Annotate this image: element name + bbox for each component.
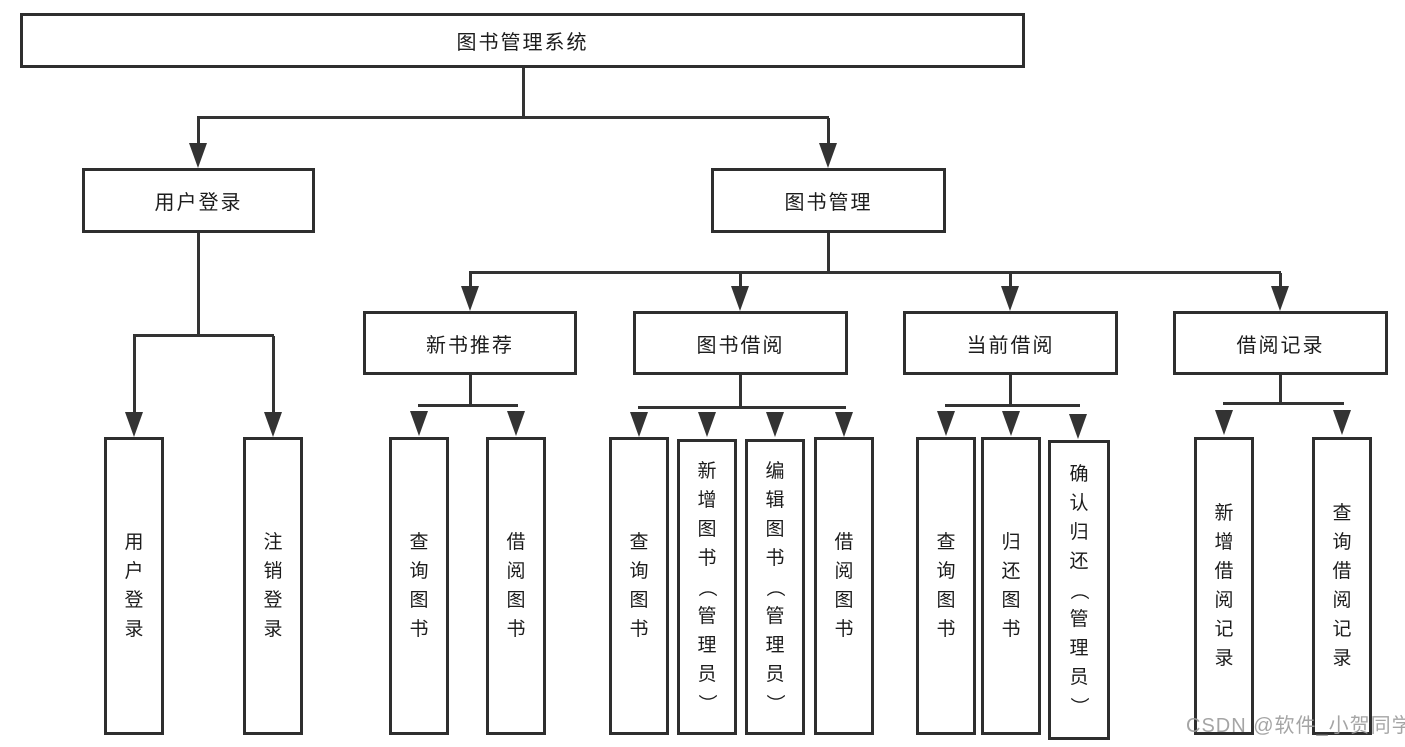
arrowhead-down-icon <box>1069 414 1087 439</box>
arrowhead-down-icon <box>125 412 143 437</box>
arrowhead-down-icon <box>507 411 525 436</box>
arrowhead-down-icon <box>1002 411 1020 436</box>
connector-line <box>522 68 525 118</box>
leaf-query-books-recommend: 查询图书 <box>389 437 449 735</box>
leaf-add-books-admin: 新增图书（管理员） <box>677 439 737 735</box>
connector-line <box>945 404 1080 407</box>
arrowhead-down-icon <box>630 412 648 437</box>
connector-line <box>272 336 275 414</box>
node-label: 图书管理系统 <box>456 32 589 54</box>
connector-line <box>739 273 742 288</box>
connector-line <box>469 271 1281 274</box>
arrowhead-down-icon <box>766 412 784 437</box>
connector-line <box>1223 402 1344 405</box>
connector-line <box>133 336 136 414</box>
node-root-library-system: 图书管理系统 <box>20 13 1025 68</box>
connector-line <box>1009 273 1012 288</box>
arrowhead-down-icon <box>1271 286 1289 311</box>
connector-line <box>827 233 830 273</box>
connector-line <box>197 116 829 119</box>
arrowhead-down-icon <box>1215 410 1233 435</box>
csdn-watermark: CSDN @软件_小贺同学 <box>1186 715 1405 737</box>
node-label: 新书推荐 <box>426 334 514 357</box>
node-label: 用户登录 <box>154 192 243 214</box>
connector-line <box>197 118 200 146</box>
leaf-query-borrow-record: 查询借阅记录 <box>1312 437 1372 735</box>
arrowhead-down-icon <box>937 411 955 436</box>
connector-line <box>638 406 846 409</box>
leaf-logout: 注销登录 <box>243 437 303 735</box>
leaf-return-books: 归还图书 <box>981 437 1041 735</box>
node-book-borrowing: 图书借阅 <box>633 311 848 375</box>
arrowhead-down-icon <box>819 143 837 168</box>
node-new-book-recommendation: 新书推荐 <box>363 311 577 375</box>
leaf-borrow-books-recommend: 借阅图书 <box>486 437 546 735</box>
leaf-query-books-current: 查询图书 <box>916 437 976 735</box>
arrowhead-down-icon <box>731 286 749 311</box>
node-label: 借阅记录 <box>1236 334 1325 357</box>
arrowhead-down-icon <box>1001 286 1019 311</box>
arrowhead-down-icon <box>1333 410 1351 435</box>
node-book-management: 图书管理 <box>711 168 946 233</box>
arrowhead-down-icon <box>410 411 428 436</box>
node-label: 当前借阅 <box>966 334 1055 357</box>
leaf-confirm-return-admin: 确认归还（管理员） <box>1048 440 1110 740</box>
arrowhead-down-icon <box>835 412 853 437</box>
connector-line <box>197 233 200 337</box>
connector-line <box>739 375 742 408</box>
connector-line <box>469 273 472 288</box>
node-borrowing-records: 借阅记录 <box>1173 311 1388 375</box>
connector-line <box>1279 375 1282 404</box>
connector-line <box>1009 375 1012 406</box>
arrowhead-down-icon <box>189 143 207 168</box>
node-label: 图书管理 <box>784 192 873 214</box>
connector-line <box>418 404 518 407</box>
connector-line <box>1279 273 1282 288</box>
node-user-login: 用户登录 <box>82 168 315 233</box>
connector-line <box>827 118 830 146</box>
arrowhead-down-icon <box>461 286 479 311</box>
leaf-user-login: 用户登录 <box>104 437 164 735</box>
connector-line <box>469 375 472 406</box>
node-label: 图书借阅 <box>696 334 785 357</box>
node-current-borrowing: 当前借阅 <box>903 311 1118 375</box>
leaf-query-books-borrowing: 查询图书 <box>609 437 669 735</box>
arrowhead-down-icon <box>698 412 716 437</box>
arrowhead-down-icon <box>264 412 282 437</box>
leaf-edit-books-admin: 编辑图书（管理员） <box>745 439 805 735</box>
leaf-add-borrow-record: 新增借阅记录 <box>1194 437 1254 735</box>
connector-line <box>133 334 274 337</box>
leaf-borrow-books: 借阅图书 <box>814 437 874 735</box>
